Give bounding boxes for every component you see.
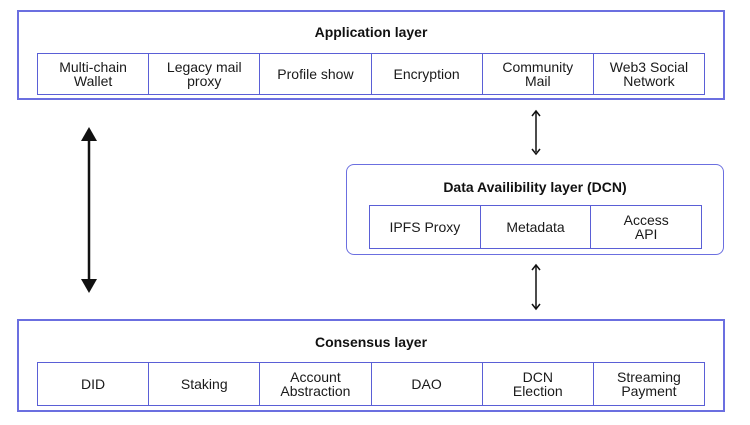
consensus-item-streaming-payment: Streaming Payment <box>617 369 681 399</box>
app-item-community-mail: Community Mail <box>483 54 594 94</box>
app-item-web3-social-network: Web3 Social Network <box>609 59 689 89</box>
data-consensus-double-arrow <box>531 263 541 311</box>
consensus-layer-box: Consensus layer DID Staking Account Abst… <box>17 319 725 412</box>
application-layer-box: Application layer Multi-chain Wallet Leg… <box>17 10 725 100</box>
app-consensus-double-arrow <box>81 127 97 293</box>
data-item-access-api: Access API <box>623 212 669 242</box>
application-layer-items: Multi-chain Wallet Legacy mail proxy Pro… <box>37 53 705 95</box>
data-layer-title: Data Availibility layer (DCN) <box>443 179 627 195</box>
consensus-item-account-abstraction: Account Abstraction <box>260 363 372 405</box>
consensus-item-did: DID <box>38 363 150 405</box>
data-item-ipfs-proxy: IPFS Proxy <box>370 206 481 248</box>
app-item-profile-show: Profile show <box>260 54 372 94</box>
application-layer-title: Application layer <box>314 24 428 40</box>
consensus-item-dcn-election: DCN Election <box>483 363 594 405</box>
data-item-metadata: Metadata <box>481 206 592 248</box>
data-availability-layer-box: Data Availibility layer (DCN) IPFS Proxy… <box>346 164 724 255</box>
data-layer-items: IPFS Proxy Metadata Access API <box>369 205 702 249</box>
consensus-layer-items: DID Staking Account Abstraction DAO DCN … <box>37 362 705 406</box>
app-data-double-arrow <box>531 109 541 156</box>
app-item-multichain-wallet: Multi-chain Wallet <box>38 54 150 94</box>
consensus-item-dao: DAO <box>372 363 483 405</box>
app-item-encryption: Encryption <box>372 54 483 94</box>
app-item-legacy-mail-proxy: Legacy mail proxy <box>149 54 261 94</box>
consensus-layer-title: Consensus layer <box>314 334 428 350</box>
consensus-item-staking: Staking <box>149 363 261 405</box>
